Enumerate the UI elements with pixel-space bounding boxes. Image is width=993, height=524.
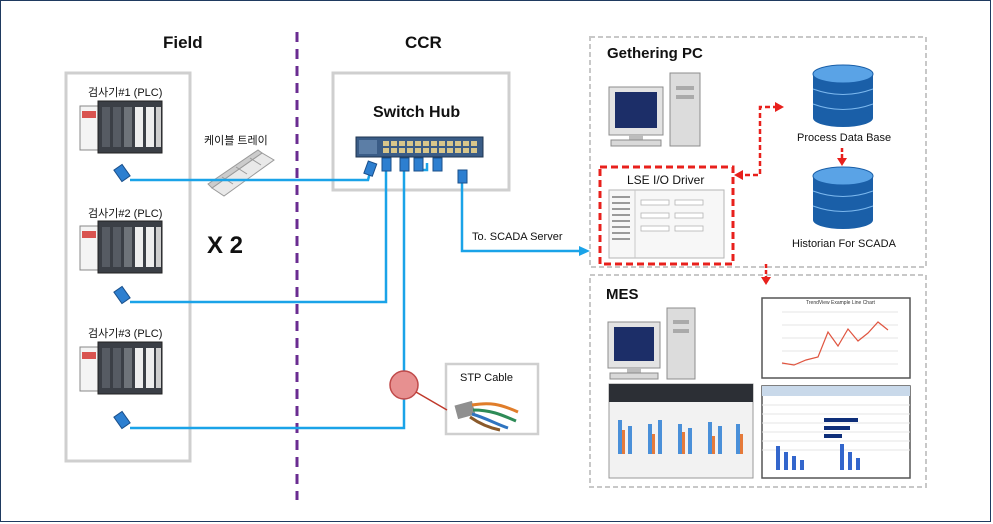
- driver-to-db-link: [737, 105, 776, 177]
- mes-arrowhead: [761, 277, 771, 285]
- cable-tray-icon: [207, 149, 275, 197]
- db-arrowhead: [775, 102, 784, 112]
- zone-title-field: Field: [163, 33, 203, 52]
- historian-arrowhead: [837, 158, 847, 166]
- field-zone-box: [64, 71, 192, 463]
- stp-callout-marker: [389, 370, 419, 400]
- plc-device-2: [79, 220, 163, 274]
- historian-db-icon: [812, 166, 874, 229]
- stp-cable-icon: [454, 400, 519, 432]
- link-scada: [460, 178, 580, 253]
- mes-dashboard-thumb: [608, 383, 754, 479]
- plc-device-3: [79, 341, 163, 395]
- switch-hub-device: [355, 136, 484, 158]
- gathering-zone-box: [589, 36, 927, 268]
- device-label-1: 검사기#1 (PLC): [88, 87, 163, 99]
- link-plc3: [130, 163, 406, 430]
- device-label-3: 검사기#3 (PLC): [88, 328, 163, 340]
- zone-title-gathering: Gethering PC: [607, 45, 703, 62]
- plc-device-1: [79, 100, 163, 154]
- historian-db-label: Historian For SCADA: [792, 238, 896, 250]
- driver-window-thumbnail: [608, 189, 725, 259]
- scada-arrowhead: [579, 246, 590, 256]
- device-label-2: 검사기#2 (PLC): [88, 208, 163, 220]
- zone-title-ccr: CCR: [405, 33, 442, 52]
- cable-tray-label: 케이블 트레이: [204, 135, 268, 147]
- driver-label: LSE I/O Driver: [627, 173, 705, 187]
- zone-title-mes: MES: [606, 286, 639, 303]
- mes-pc-icon: [607, 307, 696, 380]
- multiplier-label: X 2: [207, 232, 244, 259]
- process-db-icon: [812, 64, 874, 127]
- stp-callout-line: [415, 391, 448, 411]
- link-plc2: [130, 163, 388, 304]
- switch-hub-label: Switch Hub: [373, 104, 461, 121]
- stp-cable-label: STP Cable: [460, 372, 513, 384]
- mes-chart-title: TrendView Example Line Chart: [806, 300, 875, 306]
- ccr-zone-box: [331, 71, 511, 192]
- driver-arrowhead: [734, 170, 743, 180]
- rj45-connectors: [113, 157, 468, 430]
- mes-zone-box: [589, 274, 927, 488]
- mes-spreadsheet-thumb: [761, 385, 911, 479]
- gathering-pc-icon: [608, 72, 701, 147]
- process-db-label: Process Data Base: [797, 132, 892, 144]
- mes-trend-chart: [761, 297, 911, 379]
- scada-server-label: To. SCADA Server: [472, 231, 563, 243]
